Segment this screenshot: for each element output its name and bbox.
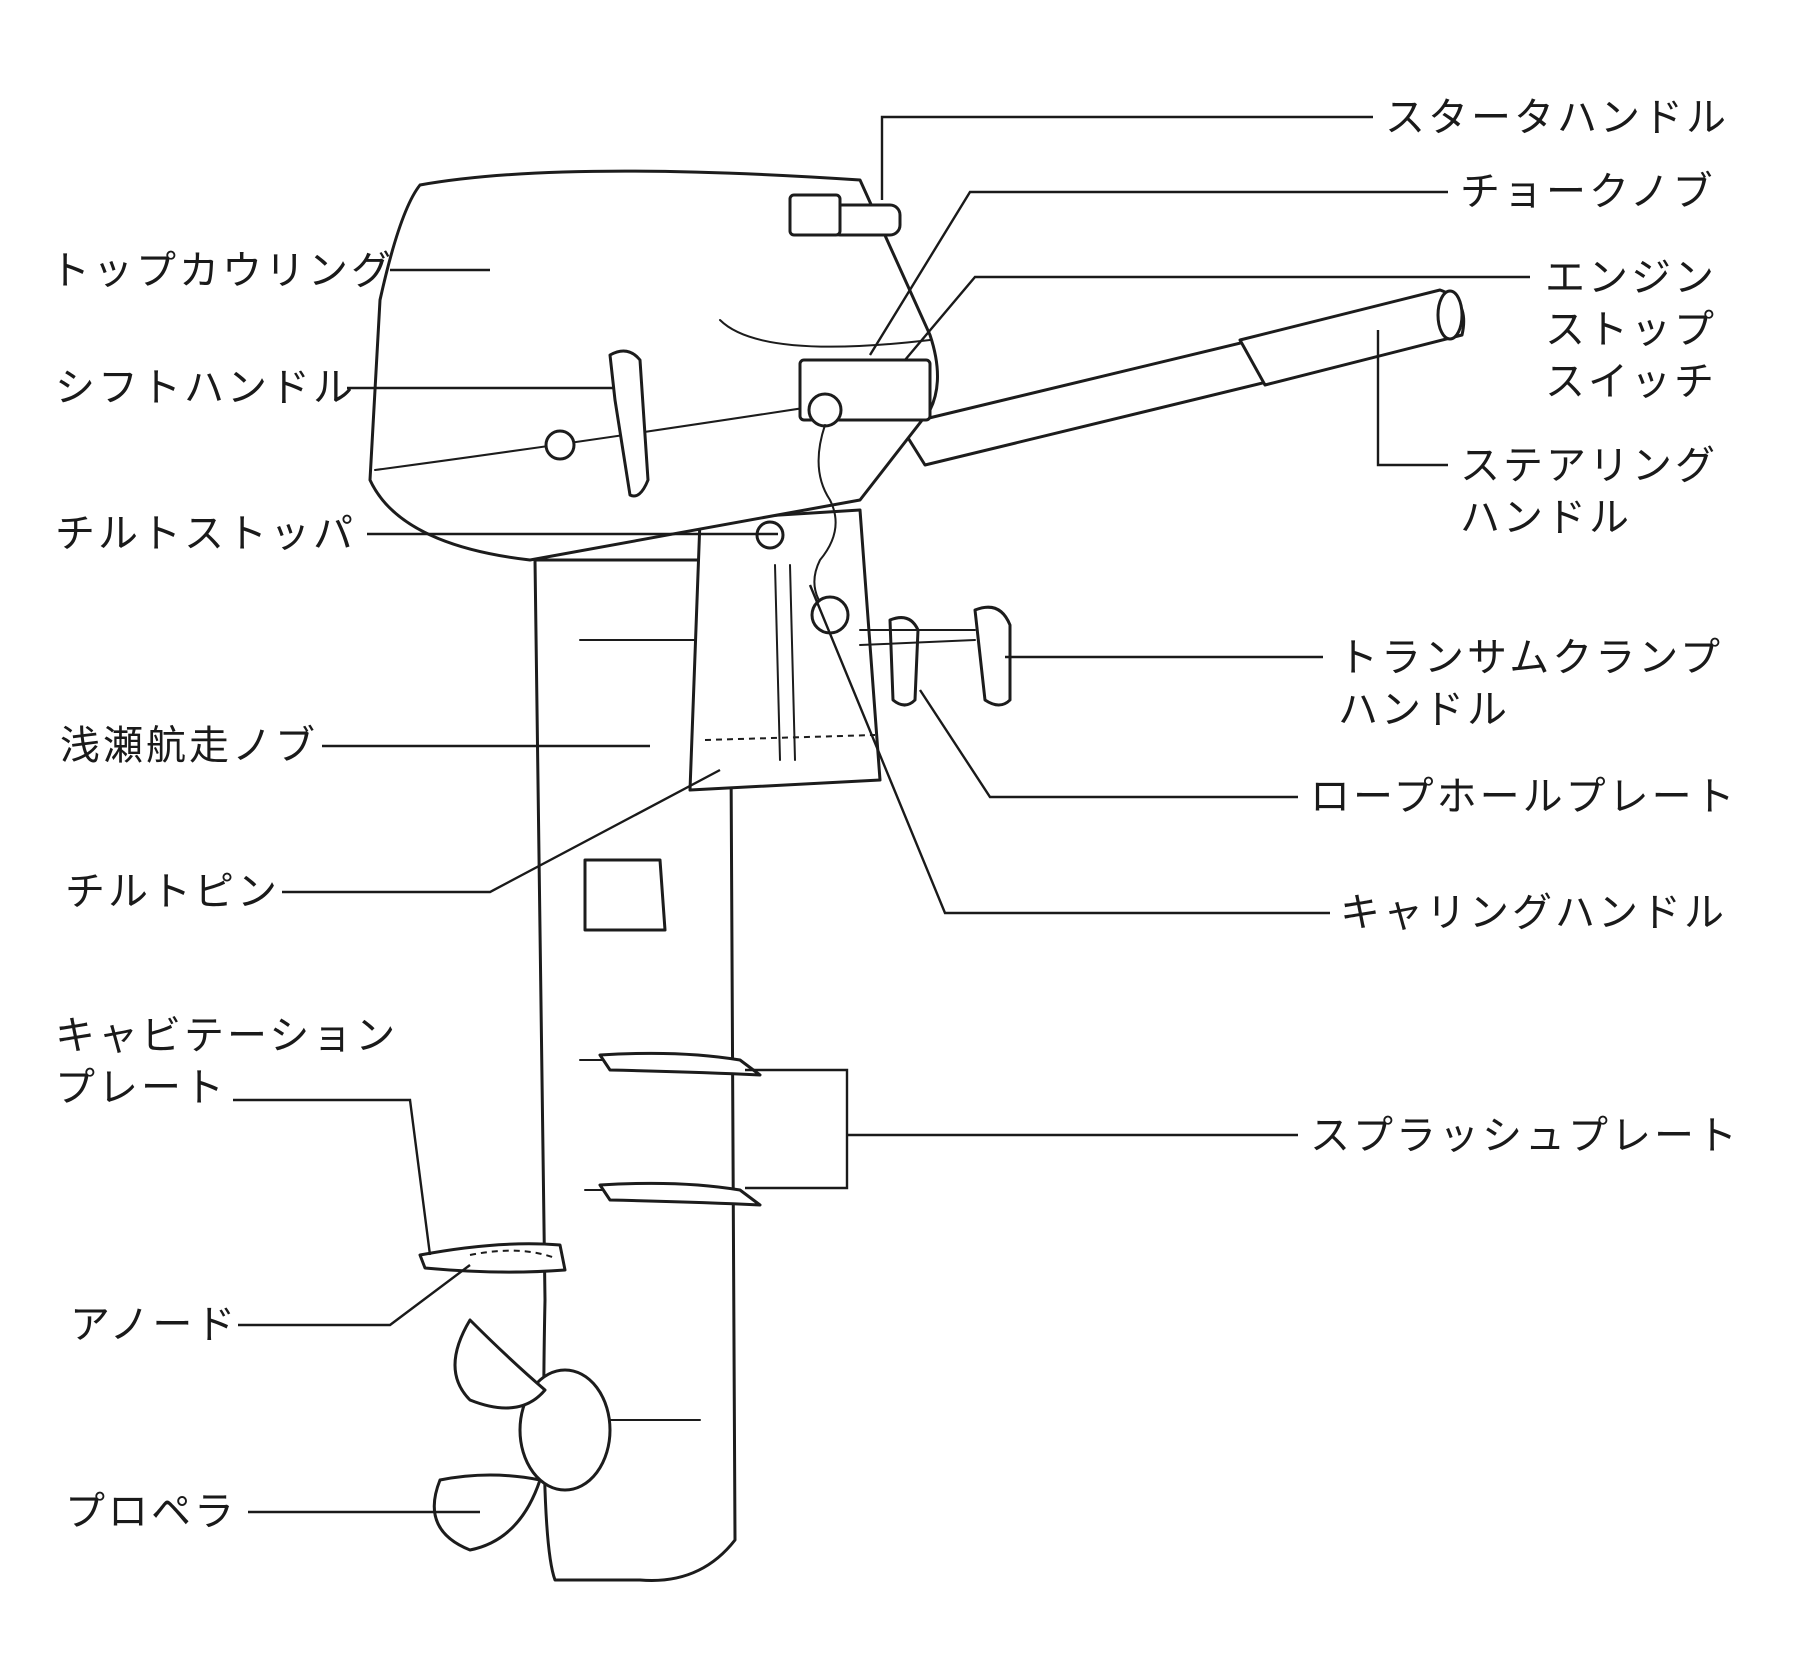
label-steering-handle-line-1: ステアリング xyxy=(1460,443,1718,489)
splash-plate-lower xyxy=(598,1181,762,1207)
leader-tilt-pin xyxy=(282,768,721,894)
propeller-blade-upper xyxy=(453,1318,547,1410)
label-top-cowling: トップカウリング xyxy=(50,248,394,294)
label-tilt-stopper: チルトストッパ xyxy=(55,511,356,557)
leader-anode xyxy=(238,1264,471,1327)
leader-starter-handle xyxy=(880,115,1373,200)
propeller-hub xyxy=(518,1368,612,1492)
bracket-block xyxy=(583,858,667,932)
label-splash-plate: スプラッシュプレート xyxy=(1310,1113,1740,1159)
label-transom-clamp-handle: トランサムクランプ ハンドル xyxy=(1338,632,1723,736)
label-engine-stop-switch-line-3: スイッチ xyxy=(1545,359,1717,405)
label-shallow-water-knob: 浅瀬航走ノブ xyxy=(60,723,318,769)
leader-choke-knob xyxy=(868,190,1448,356)
label-carrying-handle: キャリングハンドル xyxy=(1340,890,1727,936)
clamp-bracket xyxy=(688,508,882,792)
shift-handle xyxy=(608,349,650,498)
label-steering-handle-line-2: ハンドル xyxy=(1460,495,1632,541)
leader-rope-hole-plate xyxy=(918,689,1298,799)
label-cavitation-plate: キャビテーション プレート xyxy=(55,1010,398,1114)
label-engine-stop-switch-line-2: ストップ xyxy=(1545,307,1717,353)
leader-steering-handle xyxy=(1376,330,1448,467)
label-shift-handle: シフトハンドル xyxy=(55,365,356,411)
label-steering-handle: ステアリング ハンドル xyxy=(1460,440,1718,544)
stop-switch-tether xyxy=(813,424,837,616)
label-starter-handle: スタータハンドル xyxy=(1385,95,1729,141)
label-engine-stop-switch-line-1: エンジン xyxy=(1545,255,1717,301)
label-rope-hole-plate: ロープホールプレート xyxy=(1310,774,1738,820)
leader-cavitation-plate xyxy=(233,1098,432,1256)
label-cavitation-plate-line-2: プレート xyxy=(55,1065,227,1111)
leader-engine-stop-switch xyxy=(904,275,1530,361)
label-propeller: プロペラ xyxy=(65,1489,237,1535)
label-anode: アノード xyxy=(70,1302,239,1348)
propeller-blade-lower xyxy=(432,1473,542,1552)
label-transom-clamp-handle-line-1: トランサムクランプ xyxy=(1338,635,1723,681)
label-engine-stop-switch: エンジン ストップ スイッチ xyxy=(1545,252,1717,408)
label-transom-clamp-handle-line-2: ハンドル xyxy=(1338,687,1510,733)
splash-plate-upper xyxy=(598,1051,762,1077)
label-choke-knob: チョークノブ xyxy=(1460,169,1716,215)
label-tilt-pin: チルトピン xyxy=(65,869,280,915)
transom-clamp-handle xyxy=(973,605,1012,707)
label-cavitation-plate-line-1: キャビテーション xyxy=(55,1013,399,1059)
leader-splash-bracket xyxy=(745,1068,849,1190)
leader-carrying-handle xyxy=(808,584,1330,915)
